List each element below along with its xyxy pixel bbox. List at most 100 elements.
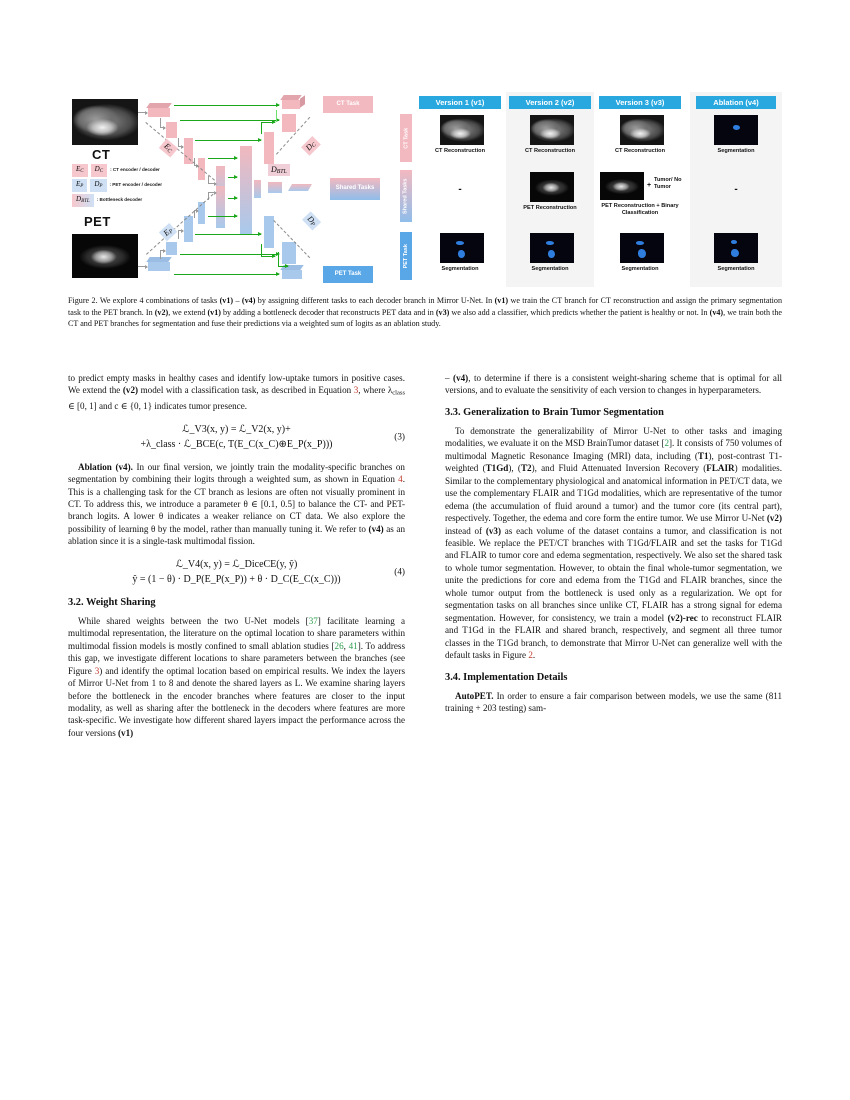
bottleneck-block-center [240,146,252,234]
dec-dn-pet-2b [278,264,289,269]
task-box-shared: Shared Tasks [330,178,380,200]
lp1c: model with a classification task, as des… [138,385,354,396]
down-step-ct-3 [194,158,195,165]
equation-4-line-2: ŷ = (1 − θ) · D_P(E_P(x_P)) + θ · D_C(E_… [132,573,341,585]
up-step-pet-2b [178,228,184,233]
rp2v2rec: (v2)-rec [667,612,698,623]
section-heading-3-4: 3.4. Implementation Details [445,671,568,683]
pet-bottleneck-block [216,186,225,228]
down-step-ct-2b [178,144,184,149]
ct-decoder-block-1 [282,100,300,109]
v1-ct-caption: CT Reconstruction [434,148,486,154]
rp3a: In order to ensure a fair comparison bet… [445,690,782,713]
ct-encoder-block-3 [184,138,193,164]
up-step-pet-1b [160,248,166,253]
v3-seg-blob-2 [638,249,646,258]
legend-chip-ec: EC [72,164,88,177]
row-label-ct-task: CT Task [400,114,412,162]
ct-encoder-block-4 [198,158,205,180]
input-arrow-pet [138,264,148,269]
caption-t1: We explore 4 combinations of tasks [97,296,220,305]
figure-ref-2[interactable]: 2 [528,650,533,661]
version-column-v4: Ablation (v4) Segmentation - Segmentatio… [690,92,782,287]
citation-2[interactable]: 2 [664,438,670,449]
skip-arrow-ct-2 [180,118,280,123]
btl-decoder-block-3 [287,184,313,191]
ct-input-image [72,99,138,145]
figure-ref-3[interactable]: 3 [94,665,100,676]
task-box-ct: CT Task [323,96,373,113]
v2-pet-caption: PET Reconstruction [523,205,577,211]
legend-text-ct: : CT encoder / decoder [110,167,160,173]
v3-shared-caption: PET Reconstruction + Binary Classificati… [601,203,679,216]
btl-decoder-block-1 [254,180,261,198]
citation-41[interactable]: 41 [348,640,358,651]
ct-encoder-block-1 [148,108,170,117]
lp3e: (v1) [118,727,134,738]
version-column-v2: Version 2 (v2) CT Reconstruction PET Rec… [506,92,594,287]
rp2j: . [532,650,536,661]
legend-row-pet: EP DP : PET encoder / decoder [72,179,162,192]
caption-b3: (v1) [494,296,509,305]
rp2v3: (v3) [485,525,501,536]
version-column-v3: Version 3 (v3) CT Reconstruction + Tumor… [596,92,684,287]
mirror-unet-diagram: CT PET EC DC : CT encoder / decoder EP D… [68,92,398,287]
row-label-pet-task: PET Task [400,232,412,280]
lp1e: ∈ [0, 1] and c ∈ {0, 1} indicates tumor … [68,401,248,412]
v2-pet-image [530,172,574,202]
decoder-tag-dbtl: DBTL [268,164,290,177]
v2-seg-caption: Segmentation [531,266,569,272]
pet-encoder-block-1 [148,262,170,271]
right-para-3: AutoPET. In order to ensure a fair compa… [445,690,782,715]
caption-b4: (v2) [154,307,169,317]
eq-ref-3[interactable]: 3 [353,385,359,396]
lp3d: ) and identify the optimal location base… [68,665,405,738]
dec-dn-pet-1b [261,254,276,259]
eq-ref-4[interactable]: 4 [398,474,403,485]
caption-t2: – [233,296,242,305]
v4-shared-none: - [734,184,738,195]
lp3a: While shared weights between the two U-N… [78,615,309,626]
v2-ct-caption: CT Reconstruction [524,148,576,154]
rp1b: (v4) [453,373,469,383]
pet-decoder-block-4 [264,216,274,248]
down-step-ct-1b [160,125,166,130]
left-para-1: to predict empty masks in healthy cases … [68,372,405,413]
v3-classification-annotation: Tumor/ No Tumor [654,177,682,190]
citation-26[interactable]: 26 [334,640,344,651]
version-header-v4: Ablation (v4) [696,96,776,109]
legend-text-pet: : PET encoder / decoder [109,182,163,188]
ct-decoder-block-2 [282,114,296,132]
left-text-column: to predict empty masks in healthy cases … [68,372,405,739]
pet-decoder-block-1 [282,270,302,279]
rp2a: To demonstrate the generalizability of M… [445,425,782,449]
pet-encoder-block-4 [198,202,205,224]
v4-seg-image [714,233,758,263]
row-label-ct-task-text: CT Task [402,127,409,149]
caption-t3: by assigning different tasks to each dec… [255,296,495,305]
pet-encoder-block-1-top [146,257,172,262]
decoder-tag-dp: DP [302,211,322,231]
caption-t5: , we extend [168,307,208,317]
v4-ct-caption: Segmentation [717,148,755,154]
ct-decoder-block-1-side [300,95,305,108]
citation-37[interactable]: 37 [308,615,318,626]
caption-b2: (v4) [241,296,256,305]
rp2d: ), ( [508,463,521,474]
v3-plus-icon: + [647,182,652,189]
v1-shared-none: - [458,184,462,195]
caption-t4: we train the CT branch for CT reconstruc… [68,296,783,317]
pet-encoder-block-2 [166,242,177,255]
figure-caption: Figure 2. We explore 4 combinations of t… [68,295,782,330]
legend-chip-dbtl: DBTL [72,194,94,207]
down-step-ct-3b [194,163,199,168]
rp2i: to reconstruct FLAIR and T1Gd in the FLA… [445,612,782,661]
lp3b: ] facilitate learning a multimodal repre… [68,615,405,651]
rp2e: ), and Fluid Attenuated Inversion Recove… [531,463,707,474]
down-step-ct-2 [178,138,179,146]
lp1sub: class [392,389,406,397]
caption-t7: we also add a classifier, which predicts… [449,307,710,317]
dec-up-ct-1 [261,122,262,134]
v1-seg-image [440,233,484,263]
